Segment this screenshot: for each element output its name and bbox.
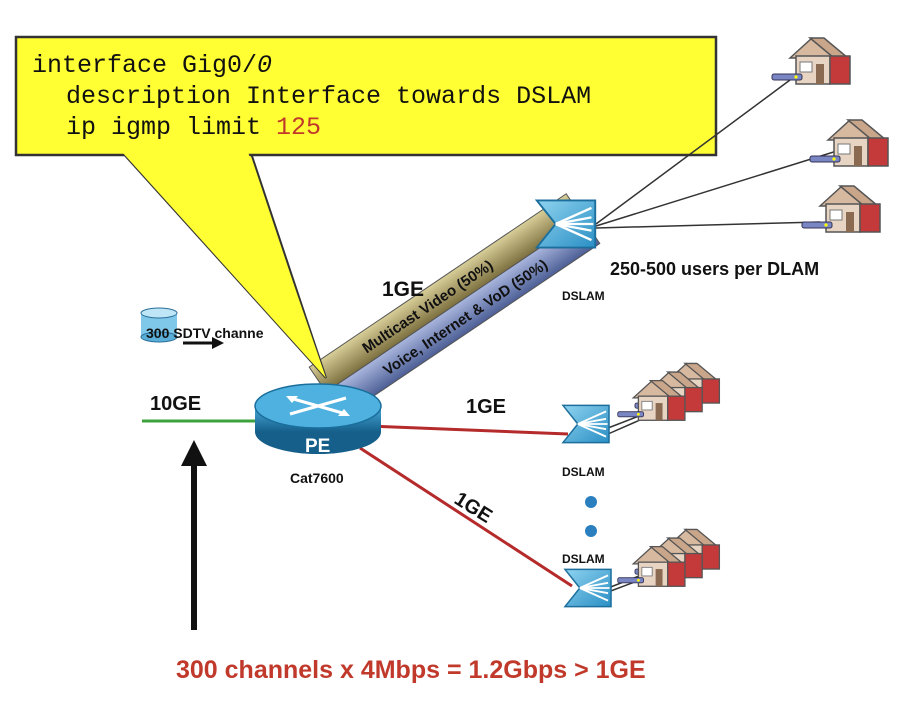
pipe-link-label: 1GE <box>382 278 425 301</box>
dslam-label-low: DSLAM <box>562 552 605 566</box>
uplink-label: 10GE <box>150 393 202 415</box>
config-line-1-suffix: 0 <box>257 51 273 80</box>
dslam-label-mid: DSLAM <box>562 465 605 479</box>
config-callout <box>14 35 718 379</box>
dslam-label-upper: DSLAM <box>562 289 605 303</box>
router-name: PE <box>305 436 331 457</box>
router-icon <box>254 383 382 454</box>
link-pe-dslam-low <box>359 446 573 588</box>
config-line-2: description Interface towards DSLAM <box>66 82 592 111</box>
house-icon <box>618 529 720 586</box>
config-line-1: interface Gig0/0 <box>32 50 272 81</box>
config-line-3: ip igmp limit 125 <box>66 112 321 143</box>
config-line-3-prefix: ip igmp limit <box>66 113 277 142</box>
config-line-1-prefix: interface Gig0/ <box>32 51 258 80</box>
source-label: 300 SDTV channe <box>146 325 264 341</box>
igmp-limit-value: 125 <box>276 113 322 142</box>
arrow-up-icon <box>181 440 207 630</box>
bandwidth-footer: 300 channels x 4Mbps = 1.2Gbps > 1GE <box>176 656 646 684</box>
house-icon <box>618 363 720 420</box>
ellipsis-dot <box>585 496 597 508</box>
dslam-icon <box>561 404 611 444</box>
arrow-right-icon <box>183 337 224 349</box>
mid-link-label: 1GE <box>466 396 507 418</box>
link-pe-dslam-mid <box>369 424 569 436</box>
ellipsis-dot <box>585 525 597 537</box>
dslam-icon <box>563 568 613 608</box>
router-model: Cat7600 <box>290 470 344 486</box>
house-icon <box>801 185 881 233</box>
house-icon <box>771 37 851 85</box>
database-icon <box>140 307 178 343</box>
users-note: 250-500 users per DLAM <box>610 259 820 279</box>
subscriber-lines <box>595 79 841 593</box>
house-icon <box>809 119 889 167</box>
